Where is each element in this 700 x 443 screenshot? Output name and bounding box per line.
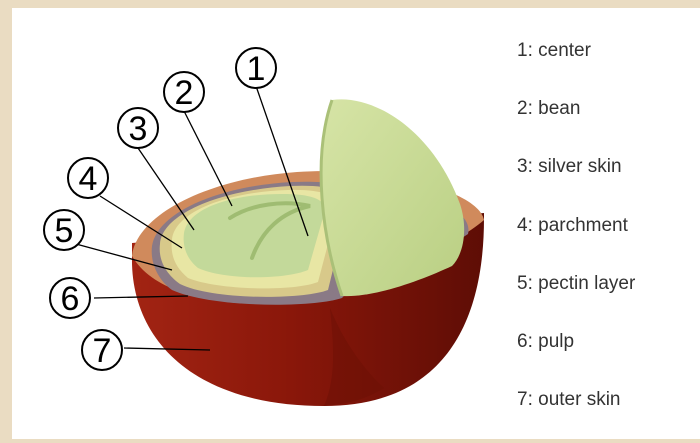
callout-6: 6 <box>50 278 90 318</box>
legend: 1: center 2: bean 3: silver skin 4: parc… <box>517 36 635 443</box>
callout-number: 2 <box>175 74 194 112</box>
legend-item-bean: 2: bean <box>517 94 635 152</box>
legend-item-pulp: 6: pulp <box>517 327 635 385</box>
callout-4: 4 <box>68 158 108 198</box>
coffee-cherry-diagram: 1 2 3 4 5 6 7 <box>12 8 512 439</box>
callout-number: 6 <box>61 280 80 318</box>
callout-number: 4 <box>79 160 98 198</box>
legend-item-outer-skin: 7: outer skin <box>517 385 635 443</box>
callout-5: 5 <box>44 210 84 250</box>
legend-item-pectin-layer: 5: pectin layer <box>517 269 635 327</box>
legend-item-parchment: 4: parchment <box>517 211 635 269</box>
callout-1: 1 <box>236 48 276 88</box>
legend-item-center: 1: center <box>517 36 635 94</box>
half-bean-shape <box>321 99 464 296</box>
callout-7: 7 <box>82 330 122 370</box>
callout-number: 3 <box>129 110 148 148</box>
callout-number: 1 <box>247 50 266 88</box>
legend-item-silver-skin: 3: silver skin <box>517 152 635 210</box>
callout-2: 2 <box>164 72 204 112</box>
callout-3: 3 <box>118 108 158 148</box>
callout-number: 7 <box>93 332 112 370</box>
callout-number: 5 <box>55 212 74 250</box>
figure-frame: 1 2 3 4 5 6 7 1: center 2: bean 3: sil <box>12 8 700 439</box>
